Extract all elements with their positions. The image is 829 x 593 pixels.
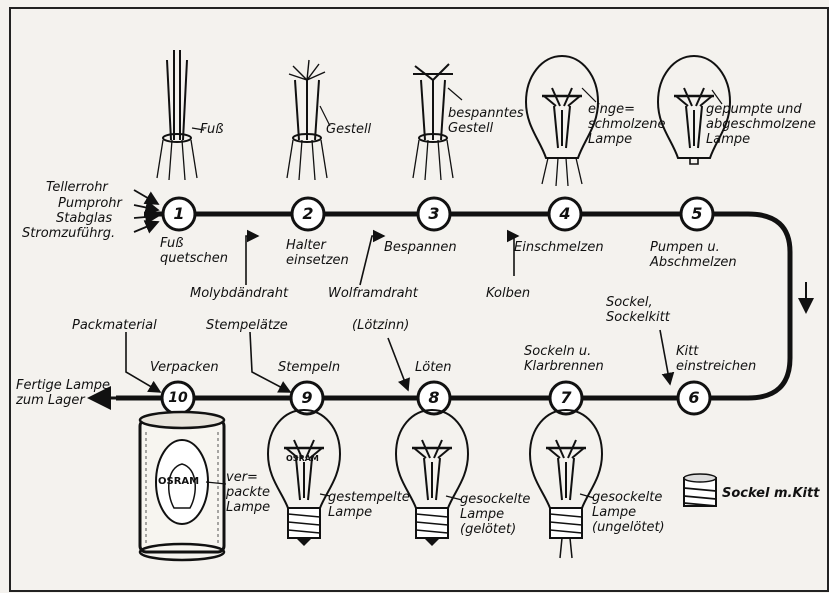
- component-eingeschmolzene-lampe: einge= schmolzene Lampe: [588, 102, 666, 147]
- component-gesockelte-ungeloetet: gesockelte Lampe (ungelötet): [592, 490, 665, 535]
- step-number-9: 9: [301, 388, 313, 407]
- frame-border: [9, 7, 829, 592]
- feed-lines: [125, 229, 675, 393]
- step-number-6: 6: [688, 388, 700, 407]
- gestell-drawing: [286, 59, 328, 181]
- component-bespanntes-gestell: bespanntes Gestell: [448, 106, 524, 136]
- osram-logo-bulb: OSRAM: [286, 454, 319, 463]
- eingeschmolzene-lampe-drawing: [524, 54, 600, 187]
- osram-logo-box: OSRAM: [158, 476, 200, 487]
- input-loetzinn: (Lötzinn): [352, 318, 410, 333]
- component-gestell: Gestell: [326, 122, 372, 137]
- step-label-5: Pumpen u. Abschmelzen: [650, 240, 737, 270]
- step-circle-5: [679, 196, 715, 232]
- input-kolben: Kolben: [486, 286, 531, 301]
- output-fertige-lampe: Fertige Lampe zum Lager: [16, 378, 111, 408]
- step-label-2: Halter einsetzen: [286, 238, 349, 268]
- input-tellerrohr: Tellerrohr: [46, 180, 108, 195]
- component-sockel-mit-kitt: Sockel m.Kitt: [722, 486, 820, 501]
- step-circle-6: [676, 380, 712, 416]
- component-verpackte-lampe: ver= packte Lampe: [226, 470, 271, 515]
- verpackte-leader: [205, 481, 227, 485]
- bespanntes-gestell-drawing: [412, 63, 454, 181]
- input-packmaterial: Packmaterial: [72, 318, 157, 333]
- geloetet-leader: [445, 495, 463, 501]
- fuss-drawing: [156, 50, 198, 181]
- input-stempelaetze: Stempelätze: [206, 318, 288, 333]
- component-gestempelte-lampe: gestempelte Lampe: [328, 490, 410, 520]
- step-label-4: Einschmelzen: [514, 240, 604, 255]
- gesockelte-lampe-ungeloetet-drawing: [528, 408, 604, 559]
- step-circle-1: [161, 196, 197, 232]
- component-gesockelte-geloetet: gesockelte Lampe (gelötet): [460, 492, 531, 537]
- gepumpte-lampe-drawing: [656, 54, 732, 165]
- input-sockel: Sockel, Sockelkitt: [606, 295, 670, 325]
- gestempelte-lampe-drawing: [266, 408, 342, 546]
- gesockelte-lampe-geloetet-drawing: [394, 408, 470, 546]
- verpackte-lampe-drawing: [138, 410, 226, 562]
- flow-loop-line: [116, 211, 793, 401]
- step-number-10: 10: [168, 390, 188, 406]
- step-label-3: Bespannen: [384, 240, 457, 255]
- step-number-7: 7: [560, 388, 572, 407]
- step-label-8: Löten: [415, 360, 452, 375]
- input-molybdaendraht: Molybdändraht: [190, 286, 289, 301]
- step-label-10: Verpacken: [150, 360, 219, 375]
- ungeloetet-leader: [579, 493, 595, 499]
- step-label-9: Stempeln: [278, 360, 341, 375]
- input-pumprohr: Pumprohr: [58, 196, 122, 211]
- input-stabglas: Stabglas: [56, 211, 113, 226]
- gestempelte-leader: [319, 493, 331, 497]
- input-stromzufuehrung: Stromzuführg.: [22, 226, 116, 241]
- fuss-leader: [191, 127, 205, 131]
- eingeschmolzene-leader: [581, 87, 597, 103]
- step-number-4: 4: [559, 204, 571, 223]
- step-circles: [160, 196, 715, 416]
- step-number-5: 5: [691, 204, 703, 223]
- step-label-6: Kitt einstreichen: [676, 344, 757, 374]
- gepumpte-leader: [711, 89, 723, 105]
- step-label-7: Sockeln u. Klarbrennen: [524, 344, 604, 374]
- input-arrows-step1: [133, 189, 160, 234]
- gestell-leader: [319, 105, 331, 127]
- step-circle-2: [290, 196, 326, 232]
- input-wolframdraht: Wolframdraht: [328, 286, 418, 301]
- component-fuss: Fuß: [200, 122, 224, 137]
- bespanntes-leader: [447, 87, 463, 101]
- step-circle-7: [548, 380, 584, 416]
- step-circle-3: [416, 196, 452, 232]
- sockel-mit-kitt-drawing: [683, 473, 717, 507]
- component-gepumpte-lampe: gepumpte und abgeschmolzene Lampe: [706, 102, 816, 147]
- step-number-8: 8: [428, 388, 440, 407]
- step-number-1: 1: [173, 204, 185, 223]
- step-circle-9: [289, 380, 325, 416]
- step-circle-8: [416, 380, 452, 416]
- step-circle-4: [547, 196, 583, 232]
- step-number-2: 2: [302, 204, 314, 223]
- step-number-3: 3: [428, 204, 440, 223]
- step-label-1: Fuß quetschen: [160, 236, 228, 266]
